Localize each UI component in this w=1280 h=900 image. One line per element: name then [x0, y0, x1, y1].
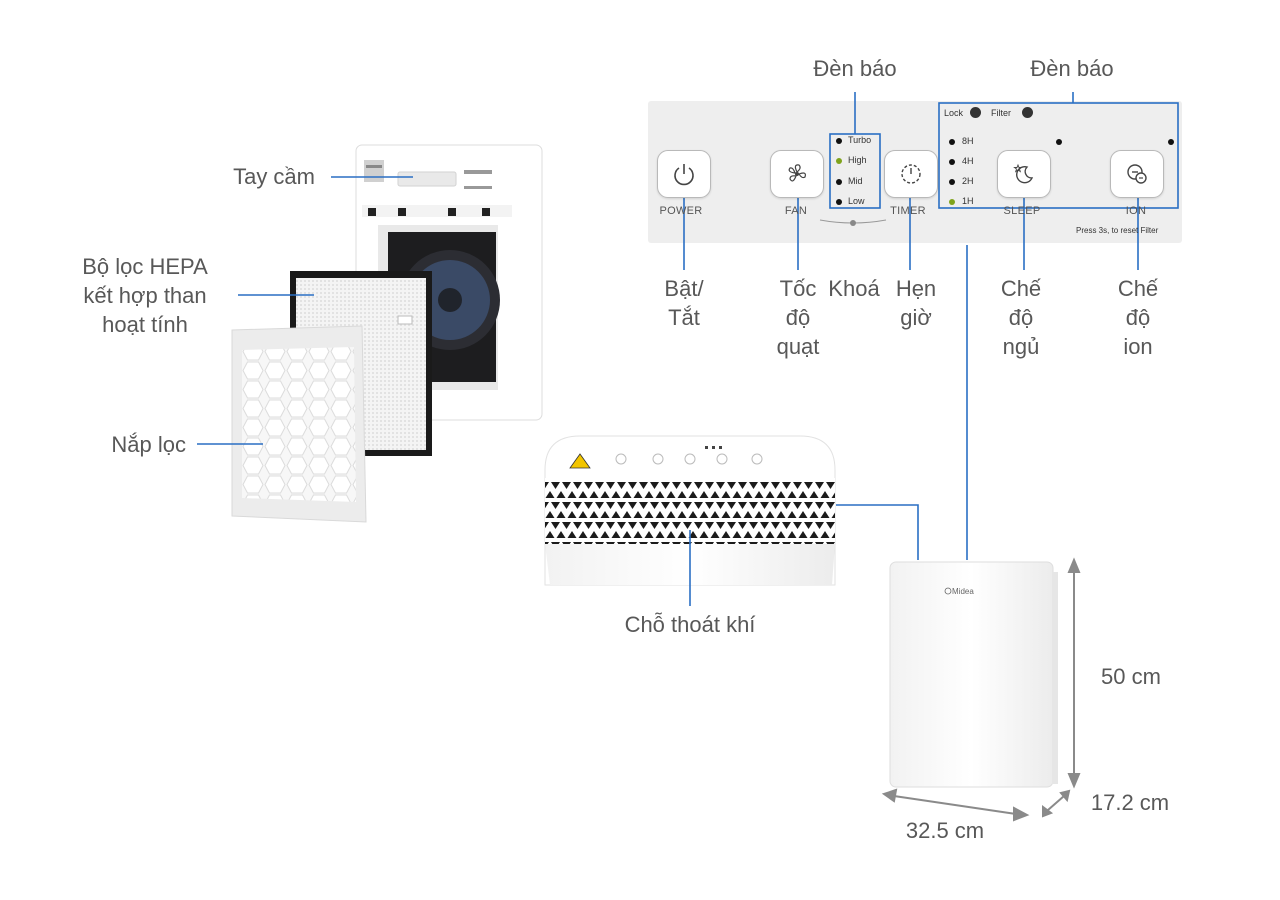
indicator-title-left: Đèn báo [813, 56, 897, 81]
timer-hour-dot [949, 139, 955, 145]
fan-speed-turbo: Turbo [848, 135, 872, 145]
brand-logo-text: Midea [952, 587, 974, 596]
fan-button[interactable] [770, 150, 824, 198]
power-function-label: Bật/Tắt [664, 276, 704, 330]
fan-speed-mid: Mid [848, 176, 863, 186]
timer-button-label: TIMER [890, 205, 926, 217]
fan-speed-dot [836, 199, 842, 205]
lock-indicator-label: Lock [944, 108, 964, 118]
power-icon [674, 164, 694, 186]
lock-function-label: Khoá [828, 276, 880, 301]
fan-speed-low: Low [848, 196, 865, 206]
filter-indicator-label: Filter [991, 108, 1011, 118]
timer-hour-dot [949, 199, 955, 205]
filter-cover-label: Nắp lọc [111, 432, 186, 457]
timer-4h: 4H [962, 156, 974, 166]
ion-button[interactable] [1110, 150, 1164, 198]
fan-icon [788, 164, 806, 182]
fan-button-label: FAN [784, 205, 808, 217]
dimension-arrows [881, 557, 1081, 822]
fan-speed-dot [836, 138, 842, 144]
power-button[interactable] [657, 150, 711, 198]
reset-filter-note: Press 3s, to reset Filter [1076, 226, 1159, 235]
fan-speed-dot [836, 158, 842, 164]
timer-icon [901, 164, 921, 184]
width-dimension-label: 32.5 cm [905, 818, 985, 843]
panel-dot [1168, 139, 1174, 145]
power-button-label: POWER [659, 205, 703, 217]
filter-indicator-icon [1022, 107, 1033, 118]
lock-indicator-icon [970, 107, 981, 118]
sleep-button[interactable] [997, 150, 1051, 198]
fan-speed-dot [836, 179, 842, 185]
timer-2h: 2H [962, 176, 974, 186]
fan-speed-high: High [848, 155, 867, 165]
timer-8h: 8H [962, 136, 974, 146]
timer-button[interactable] [884, 150, 938, 198]
ion-icon [1127, 164, 1147, 184]
purifier-unit-illustration [889, 561, 1058, 788]
timer-hour-dot [949, 179, 955, 185]
hepa-filter-label: Bộ lọc HEPA kết hợp than hoạt tính [82, 254, 208, 337]
height-dimension-label: 50 cm [1101, 664, 1161, 689]
air-outlet-label: Chỗ thoát khí [624, 612, 756, 637]
indicator-title-right: Đèn báo [1030, 56, 1114, 81]
timer-1h: 1H [962, 196, 974, 206]
filter-cover-illustration [231, 325, 367, 523]
timer-hour-dot [949, 159, 955, 165]
panel-dot [1056, 139, 1062, 145]
moon-icon [1013, 163, 1034, 184]
handle-label: Tay cầm [233, 164, 315, 189]
sleep-button-label: SLEEP [1003, 205, 1041, 217]
ion-button-label: ION [1125, 205, 1147, 217]
depth-dimension-label: 17.2 cm [1090, 790, 1170, 815]
